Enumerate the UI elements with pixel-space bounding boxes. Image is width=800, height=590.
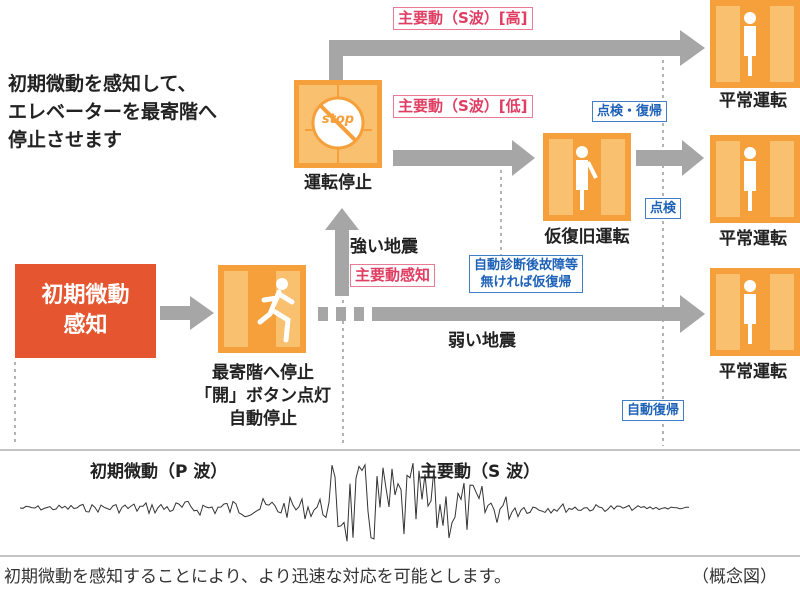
main-motion-detect-tag: 主要動感知: [350, 264, 436, 287]
auto-restore-tag: 自動復帰: [622, 400, 685, 421]
auto-diagnosis-tag: 自動診断後故障等 無ければ仮復帰: [469, 255, 584, 293]
auto-diag-line-2: 無ければ仮復帰: [480, 275, 572, 290]
weak-quake-label: 弱い地震: [448, 331, 516, 351]
normal-operation-label-2: 平常運転: [719, 229, 787, 249]
operation-stop-label: 運転停止: [304, 173, 372, 193]
stop-sign-text: stop: [321, 112, 355, 127]
intro-text: 初期微動を感知して、 エレベーターを最寄階へ 停止させます: [8, 70, 217, 154]
arrow-up-to-stop: [325, 208, 359, 296]
caption-note: （概念図）: [692, 567, 777, 587]
p-wave-phase-label: 初期微動（P 波）: [90, 462, 228, 482]
nearest-stop-label: 最寄階へ停止 「開」ボタン点灯 自動停止: [178, 362, 348, 431]
temp-restore-elevator-icon: [543, 133, 631, 221]
nearest-stop-line-3: 自動停止: [229, 409, 297, 429]
guide-lines: [14, 60, 664, 446]
detect-box-line-1: 初期微動: [41, 283, 130, 308]
s-wave-low-tag: 主要動（S波）[低]: [393, 95, 533, 118]
arrow-restore-to-normal: [636, 140, 704, 176]
arrow-dash-2: [336, 307, 346, 321]
normal-elevator-icon-2: [710, 135, 800, 223]
arrow-detect-to-stop: [160, 296, 214, 330]
stop-elevator-icon: [294, 80, 382, 168]
intro-line-1: 初期微動を感知して、: [8, 73, 197, 95]
normal-elevator-icon-1: [710, 0, 800, 88]
s-wave-phase-label: 主要動（S 波）: [420, 462, 541, 482]
arrow-weak-quake: [372, 295, 705, 333]
normal-operation-label-3: 平常運転: [719, 362, 787, 382]
flow-arrows: [160, 30, 705, 333]
nearest-stop-line-1: 最寄階へ停止: [212, 363, 314, 383]
inspect-restore-tag: 点検・復帰: [592, 101, 668, 122]
auto-diag-line-1: 自動診断後故障等: [474, 258, 579, 273]
temp-restore-label: 仮復旧運転: [544, 227, 630, 247]
initial-motion-detect-box: 初期微動 感知: [15, 264, 156, 358]
seismic-waveform: [19, 463, 690, 542]
intro-line-2: エレベーターを最寄階へ: [8, 101, 218, 123]
nearest-stop-line-2: 「開」ボタン点灯: [195, 386, 331, 406]
arrow-dash-3: [354, 307, 364, 321]
strong-quake-label: 強い地震: [350, 237, 418, 257]
s-wave-high-tag: 主要動（S波）[高]: [393, 7, 533, 30]
arrow-s-wave-high: [329, 30, 705, 80]
nearest-stop-elevator-icon: [218, 265, 306, 353]
arrow-s-wave-low: [393, 140, 535, 176]
arrow-dash-1: [318, 307, 328, 321]
intro-line-3: 停止させます: [8, 129, 123, 151]
inspect-tag: 点検: [645, 198, 682, 219]
normal-elevator-icon-3: [710, 268, 800, 356]
detect-box-line-2: 感知: [63, 313, 108, 338]
normal-operation-label-1: 平常運転: [719, 91, 787, 111]
caption: 初期微動を感知することにより、より迅速な対応を可能とします。: [4, 567, 511, 587]
